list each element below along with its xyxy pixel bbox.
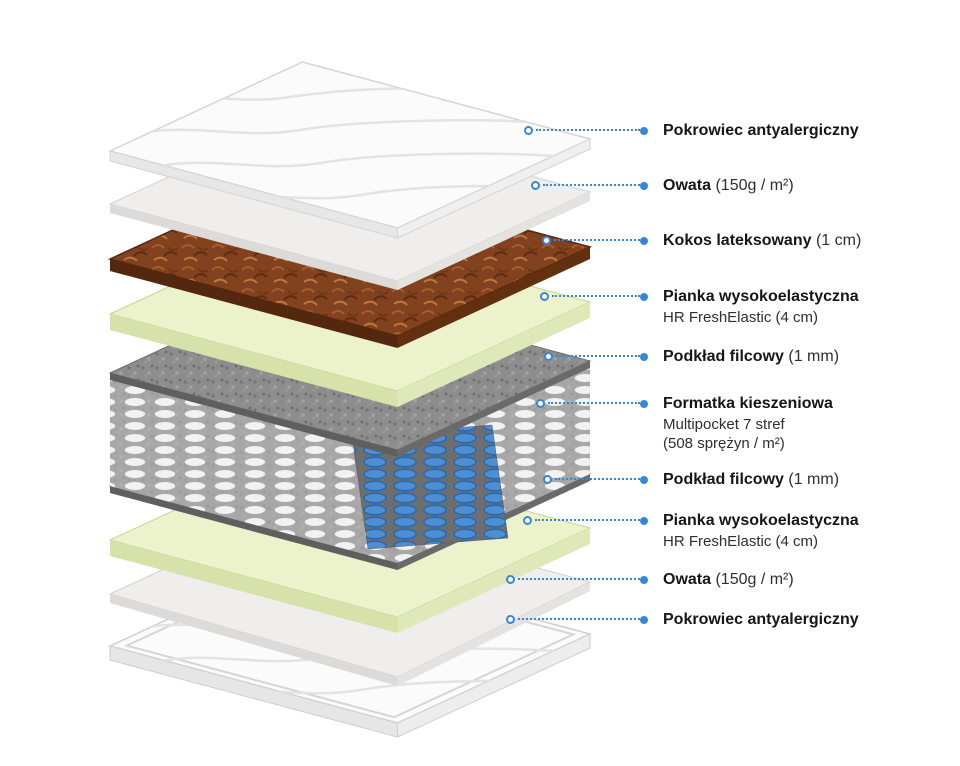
leader-dot bbox=[640, 353, 648, 361]
leader-ring bbox=[543, 475, 552, 484]
callout-springs: Formatka kieszeniowa Multipocket 7 stref… bbox=[0, 393, 960, 452]
leader-ring bbox=[506, 615, 515, 624]
leader-line bbox=[548, 402, 640, 404]
callout-title: Pianka wysokoelastyczna bbox=[663, 288, 859, 305]
leader-line bbox=[518, 618, 640, 620]
callout-title: Pokrowiec antyalergiczny bbox=[663, 611, 859, 628]
leader-dot bbox=[640, 517, 648, 525]
leader-ring bbox=[536, 399, 545, 408]
leader-dot bbox=[640, 476, 648, 484]
leader-ring bbox=[506, 575, 515, 584]
leader-line bbox=[543, 184, 640, 186]
callout-felt-bottom: Podkład filcowy (1 mm) bbox=[0, 469, 960, 491]
callout-title: Kokos lateksowany bbox=[663, 232, 812, 249]
callout-title: Owata bbox=[663, 571, 712, 588]
leader-dot bbox=[640, 616, 648, 624]
leader-line bbox=[552, 295, 640, 297]
leader-ring bbox=[544, 352, 553, 361]
callout-cover-bottom: Pokrowiec antyalergiczny bbox=[0, 609, 960, 631]
leader-line bbox=[535, 519, 640, 521]
callout-felt-top: Podkład filcowy (1 mm) bbox=[0, 346, 960, 368]
leader-dot bbox=[640, 293, 648, 301]
callout-detail: (1 cm) bbox=[811, 232, 862, 249]
callout-title: Pokrowiec antyalergiczny bbox=[663, 122, 859, 139]
callout-wadding-top: Owata (150g / m²) bbox=[0, 175, 960, 197]
callout-foam-top: Pianka wysokoelastyczna HR FreshElastic … bbox=[0, 286, 960, 326]
callout-foam-bottom: Pianka wysokoelastyczna HR FreshElastic … bbox=[0, 510, 960, 550]
callout-title: Formatka kieszeniowa bbox=[663, 395, 833, 412]
leader-line bbox=[536, 129, 640, 131]
callout-title: Podkład filcowy bbox=[663, 348, 784, 365]
callout-detail: (1 mm) bbox=[783, 348, 840, 365]
callout-subtitle: Multipocket 7 stref bbox=[663, 416, 785, 433]
callout-coconut: Kokos lateksowany (1 cm) bbox=[0, 230, 960, 252]
callout-detail: (150g / m²) bbox=[711, 571, 794, 588]
callout-detail: (150g / m²) bbox=[711, 177, 794, 194]
callout-subtitle: HR FreshElastic (4 cm) bbox=[663, 533, 819, 550]
leader-ring bbox=[540, 292, 549, 301]
leader-dot bbox=[640, 182, 648, 190]
leader-dot bbox=[640, 127, 648, 135]
callout-detail: (1 mm) bbox=[783, 471, 840, 488]
layer-top-cover bbox=[107, 61, 593, 239]
leader-ring bbox=[524, 126, 533, 135]
leader-dot bbox=[640, 576, 648, 584]
callout-title: Pianka wysokoelastyczna bbox=[663, 512, 859, 529]
leader-line bbox=[554, 239, 640, 241]
callout-subtitle: (508 sprężyn / m²) bbox=[663, 435, 785, 452]
leader-dot bbox=[640, 400, 648, 408]
callout-title: Podkład filcowy bbox=[663, 471, 784, 488]
callout-cover-top: Pokrowiec antyalergiczny bbox=[0, 120, 960, 142]
callout-wadding-bottom: Owata (150g / m²) bbox=[0, 569, 960, 591]
leader-line bbox=[518, 578, 640, 580]
callout-title: Owata bbox=[663, 177, 712, 194]
layer-springs bbox=[110, 368, 590, 563]
leader-line bbox=[556, 355, 640, 357]
leader-dot bbox=[640, 237, 648, 245]
leader-ring bbox=[531, 181, 540, 190]
leader-line bbox=[555, 478, 640, 480]
callout-subtitle: HR FreshElastic (4 cm) bbox=[663, 309, 819, 326]
leader-ring bbox=[542, 236, 551, 245]
leader-ring bbox=[523, 516, 532, 525]
